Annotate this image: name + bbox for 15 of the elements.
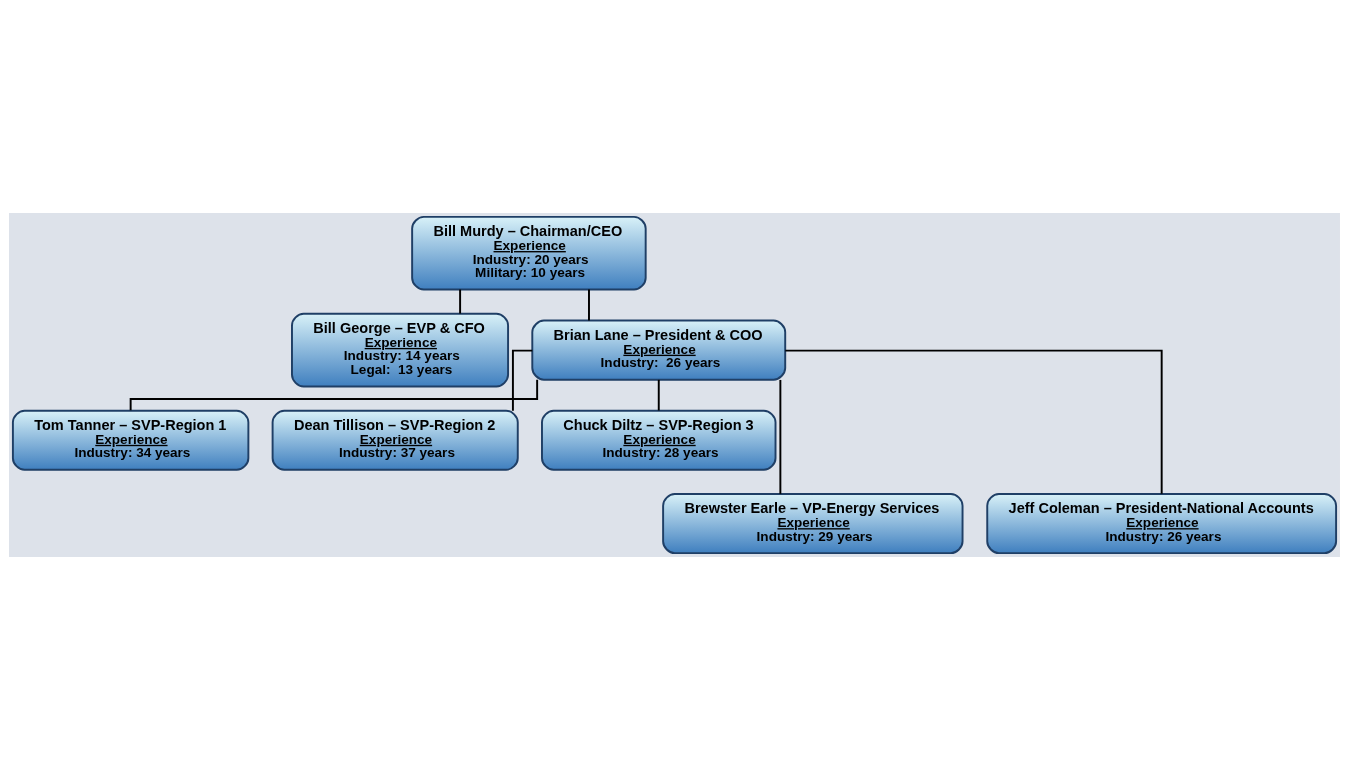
node-box: Chuck Diltz – SVP-Region 3 Experience Industry: 28 years (541, 409, 777, 471)
connector (511, 349, 534, 412)
connector (779, 378, 782, 495)
node-box: Jeff Coleman – President-National Accounts Experience Industry: 26 years (986, 492, 1338, 554)
connector (129, 378, 539, 411)
connector (459, 288, 462, 315)
node-box: Tom Tanner – SVP-Region 1 Experience Industry: 34 years (11, 409, 250, 471)
connector (588, 288, 590, 321)
node-box: Bill George – EVP & CFO Experience Industry: 14 years Legal: 13 years (291, 312, 510, 387)
connector (784, 349, 1163, 495)
node-box: Brian Lane – President & COO Experience Industry: 26 years (531, 319, 787, 381)
connector (657, 378, 660, 411)
node-box: Brewster Earle – VP-Energy Services Experience Industry: 29 years (662, 492, 964, 554)
node-box: Dean Tillison – SVP-Region 2 Experience Industry: 37 years (271, 409, 519, 471)
node-box: Bill Murdy – Chairman/CEO Experience Industry: 20 years Military: 10 years (411, 215, 647, 291)
